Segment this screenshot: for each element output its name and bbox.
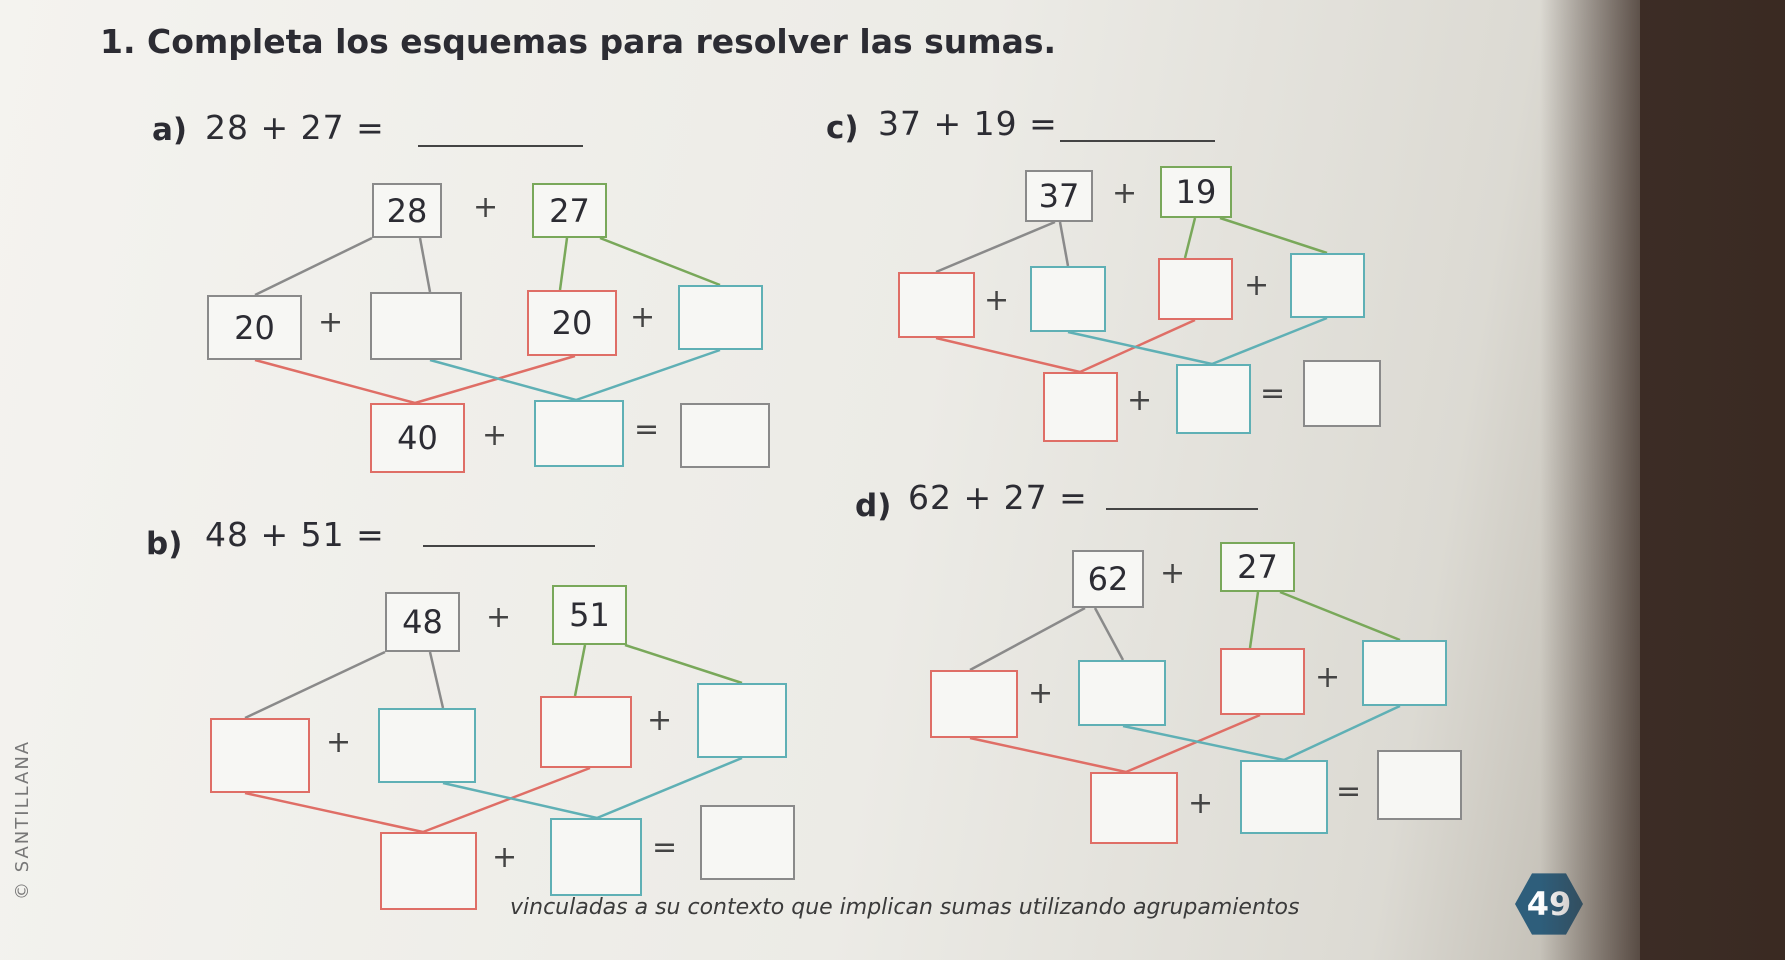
plus-sign: + <box>1112 176 1138 211</box>
problem-b-sum-units-box[interactable] <box>550 818 642 896</box>
workbook-page: 1. Completa los esquemas para resolver l… <box>0 0 1640 960</box>
problem-d-sum-units-box[interactable] <box>1240 760 1328 834</box>
problem-b-equation: 48 + 51 = <box>205 515 385 554</box>
problem-a-units-box-2[interactable] <box>678 285 763 350</box>
plus-sign: + <box>630 300 656 335</box>
problem-d-answer-blank[interactable] <box>1106 508 1258 510</box>
problem-a-tens-box-2: 20 <box>527 290 617 356</box>
problem-b-top-right-box: 51 <box>552 585 627 645</box>
problem-d-equation: 62 + 27 = <box>908 478 1088 517</box>
problem-c-equation: 37 + 19 = <box>878 104 1058 143</box>
problem-b-tens-box-2[interactable] <box>540 696 632 768</box>
problem-b-letter: b) <box>146 526 183 562</box>
problem-c-tens-box-2[interactable] <box>1158 258 1233 320</box>
problem-c-result-box[interactable] <box>1303 360 1381 427</box>
problem-b-tens-box-1[interactable] <box>210 718 310 793</box>
problem-d-top-right-box: 27 <box>1220 542 1295 592</box>
plus-sign: + <box>473 190 499 225</box>
problem-c-top-right-box: 19 <box>1160 166 1232 218</box>
equals-sign: = <box>634 412 660 447</box>
problem-d-tens-box-1[interactable] <box>930 670 1018 738</box>
problem-c-sum-units-box[interactable] <box>1176 364 1251 434</box>
page-edge-shadow <box>1540 0 1785 960</box>
problem-a-result-box[interactable] <box>680 403 770 468</box>
problem-b-result-box[interactable] <box>700 805 795 880</box>
problem-a-letter: a) <box>152 112 188 148</box>
problem-b-units-box-1[interactable] <box>378 708 476 783</box>
problem-a-top-right-box: 27 <box>532 183 607 238</box>
equals-sign: = <box>1260 376 1286 411</box>
problem-d-sum-tens-box[interactable] <box>1090 772 1178 844</box>
plus-sign: + <box>1160 556 1186 591</box>
problem-c-answer-blank[interactable] <box>1060 140 1215 142</box>
plus-sign: + <box>326 725 352 760</box>
plus-sign: + <box>482 418 508 453</box>
footer-text: vinculadas a su contexto que implican su… <box>510 895 1300 920</box>
scheme-connector-lines <box>244 216 1401 834</box>
problem-d-tens-box-2[interactable] <box>1220 648 1305 715</box>
plus-sign: + <box>1188 786 1214 821</box>
plus-sign: + <box>486 600 512 635</box>
problem-a-top-left-box: 28 <box>372 183 442 238</box>
publisher-credit: © SANTILLANA <box>12 739 33 900</box>
problem-c-tens-box-1[interactable] <box>898 272 975 338</box>
plus-sign: + <box>1315 660 1341 695</box>
problem-d-units-box-2[interactable] <box>1362 640 1447 706</box>
problem-c-top-left-box: 37 <box>1025 170 1093 222</box>
problem-a-sum-units-box[interactable] <box>534 400 624 467</box>
problem-d-result-box[interactable] <box>1377 750 1462 820</box>
equals-sign: = <box>652 830 678 865</box>
problem-a-answer-blank[interactable] <box>418 145 583 147</box>
plus-sign: + <box>647 703 673 738</box>
plus-sign: + <box>1127 383 1153 418</box>
problem-b-top-left-box: 48 <box>385 592 460 652</box>
problem-b-units-box-2[interactable] <box>697 683 787 758</box>
problem-c-sum-tens-box[interactable] <box>1043 372 1118 442</box>
problem-b-sum-tens-box[interactable] <box>380 832 477 910</box>
problem-d-letter: d) <box>855 488 892 524</box>
problem-d-top-left-box: 62 <box>1072 550 1144 608</box>
exercise-title: 1. Completa los esquemas para resolver l… <box>100 22 1057 61</box>
plus-sign: + <box>984 283 1010 318</box>
problem-a-tens-box-1: 20 <box>207 295 302 360</box>
problem-d-units-box-1[interactable] <box>1078 660 1166 726</box>
equals-sign: = <box>1336 774 1362 809</box>
problem-a-equation: 28 + 27 = <box>205 108 385 147</box>
problem-c-letter: c) <box>826 110 859 146</box>
plus-sign: + <box>492 840 518 875</box>
problem-a-sum-tens-box: 40 <box>370 403 465 473</box>
plus-sign: + <box>318 305 344 340</box>
problem-b-answer-blank[interactable] <box>423 545 595 547</box>
problem-a-units-box-1[interactable] <box>370 292 462 360</box>
plus-sign: + <box>1244 268 1270 303</box>
plus-sign: + <box>1028 676 1054 711</box>
problem-c-units-box-2[interactable] <box>1290 253 1365 318</box>
problem-c-units-box-1[interactable] <box>1030 266 1106 332</box>
